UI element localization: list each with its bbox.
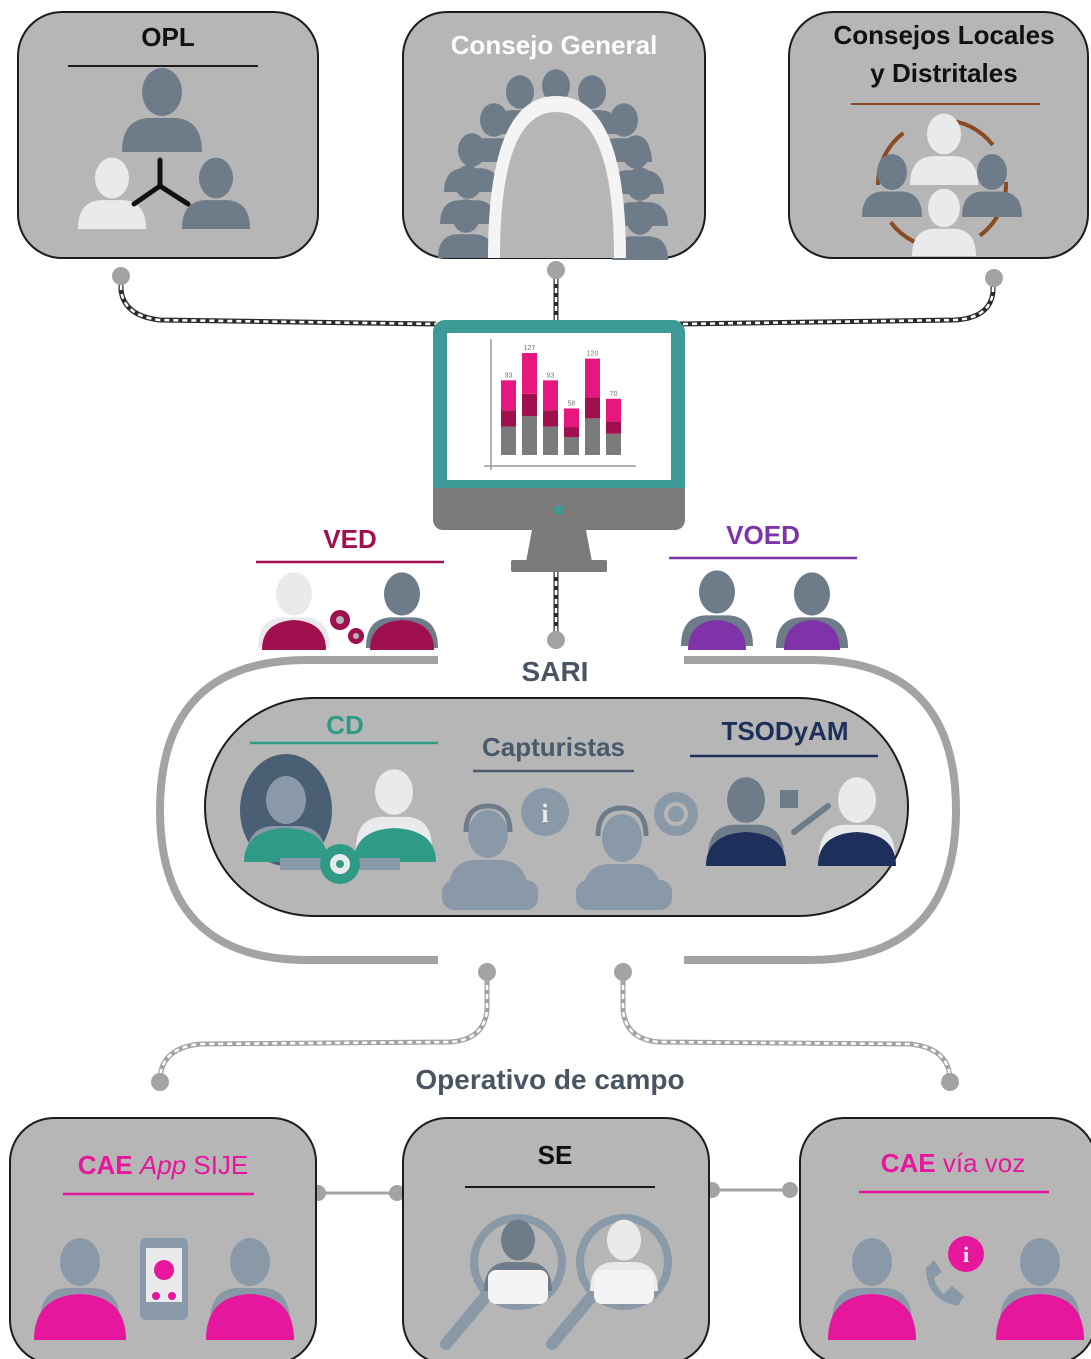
gear-icon <box>654 792 698 836</box>
cae-app-title: CAE App SIJE <box>30 1150 296 1181</box>
chart-bar-segment-3-2 <box>564 408 579 428</box>
opl-title: OPL <box>141 22 195 52</box>
se-title: SE <box>537 1140 573 1170</box>
gear-icon <box>330 610 364 644</box>
phone-icon <box>926 1260 964 1306</box>
chart-data-label: 93 <box>547 372 555 379</box>
ved-people-icon <box>258 572 438 650</box>
chart-bar-segment-3-0 <box>564 437 579 455</box>
info-icon: i <box>521 788 569 836</box>
chart-bar-segment-0-1 <box>501 410 516 427</box>
chart-bar-segment-0-0 <box>501 426 516 455</box>
cae-voz-people-icon: i <box>828 1236 1084 1340</box>
consejos-locales-title-line1: Consejos Locales <box>833 20 1055 50</box>
chart-bar-segment-2-1 <box>543 410 558 427</box>
sari-outer-ring <box>155 656 961 964</box>
people-circle-icon <box>862 113 1022 256</box>
connector-lines <box>118 270 996 1195</box>
svg-text:i: i <box>541 799 548 828</box>
capturistas-title: Capturistas <box>481 732 626 762</box>
tsodyam-title: TSODyAM <box>721 716 849 746</box>
info-icon: i <box>948 1236 984 1272</box>
chart-bar-segment-2-2 <box>543 380 558 411</box>
voed-people-icon <box>681 570 848 650</box>
cd-people-icon <box>240 754 436 884</box>
magnifier-icon <box>440 1214 566 1350</box>
chart-bar-segment-1-1 <box>522 393 537 417</box>
ved-title: VED <box>323 524 377 554</box>
tsodyam-people-icon <box>706 777 896 866</box>
svg-text:i: i <box>963 1242 969 1267</box>
operativo-de-campo-title: Operativo de campo <box>415 1064 685 1095</box>
headset-operator-icon: i <box>442 788 698 910</box>
chart-bar-segment-1-0 <box>522 416 537 455</box>
smartphone-icon <box>140 1238 188 1320</box>
chart-bar-segment-4-0 <box>585 418 600 455</box>
consejos-locales-title-line2: y Distritales <box>870 58 1018 88</box>
cae-voz-suffix: vía voz <box>942 1148 1026 1178</box>
magnifier-icon <box>546 1214 672 1350</box>
people-network-icon <box>78 68 250 229</box>
se-people-icon <box>440 1214 672 1350</box>
consejo-general-title: Consejo General <box>450 30 658 60</box>
voed-title: VOED <box>726 520 800 550</box>
chart-data-label: 127 <box>524 345 536 352</box>
chart-bar-segment-4-1 <box>585 397 600 419</box>
chart-bar-segment-1-2 <box>522 353 537 394</box>
chart-data-label: 70 <box>610 391 618 398</box>
cae-app-prefix: CAE <box>77 1150 133 1180</box>
chart-bar-segment-3-1 <box>564 427 579 438</box>
chart-data-label: 120 <box>587 351 599 358</box>
chart-bar-segment-2-0 <box>543 426 558 455</box>
computer-monitor-icon <box>433 320 685 572</box>
cae-app-app: App <box>139 1150 187 1180</box>
chart-bar-segment-5-2 <box>606 398 621 422</box>
chart-bar-segment-0-2 <box>501 380 516 411</box>
chart-data-label: 58 <box>568 400 576 407</box>
sari-title: SARI <box>521 656 589 687</box>
bar-chart-icon: 93 127 93 58 120 70 <box>484 339 636 470</box>
cd-title: CD <box>326 710 364 740</box>
chart-bar-segment-5-0 <box>606 433 621 455</box>
cae-voz-prefix: CAE <box>880 1148 936 1178</box>
chart-data-label: 93 <box>505 372 513 379</box>
council-table-icon <box>438 69 668 260</box>
cae-app-people-icon <box>34 1238 294 1340</box>
chart-bar-segment-5-1 <box>606 421 621 434</box>
cae-app-suffix: SIJE <box>193 1150 249 1180</box>
chart-bar-segment-4-2 <box>585 358 600 398</box>
cae-voz-title: CAE vía voz <box>820 1148 1086 1179</box>
